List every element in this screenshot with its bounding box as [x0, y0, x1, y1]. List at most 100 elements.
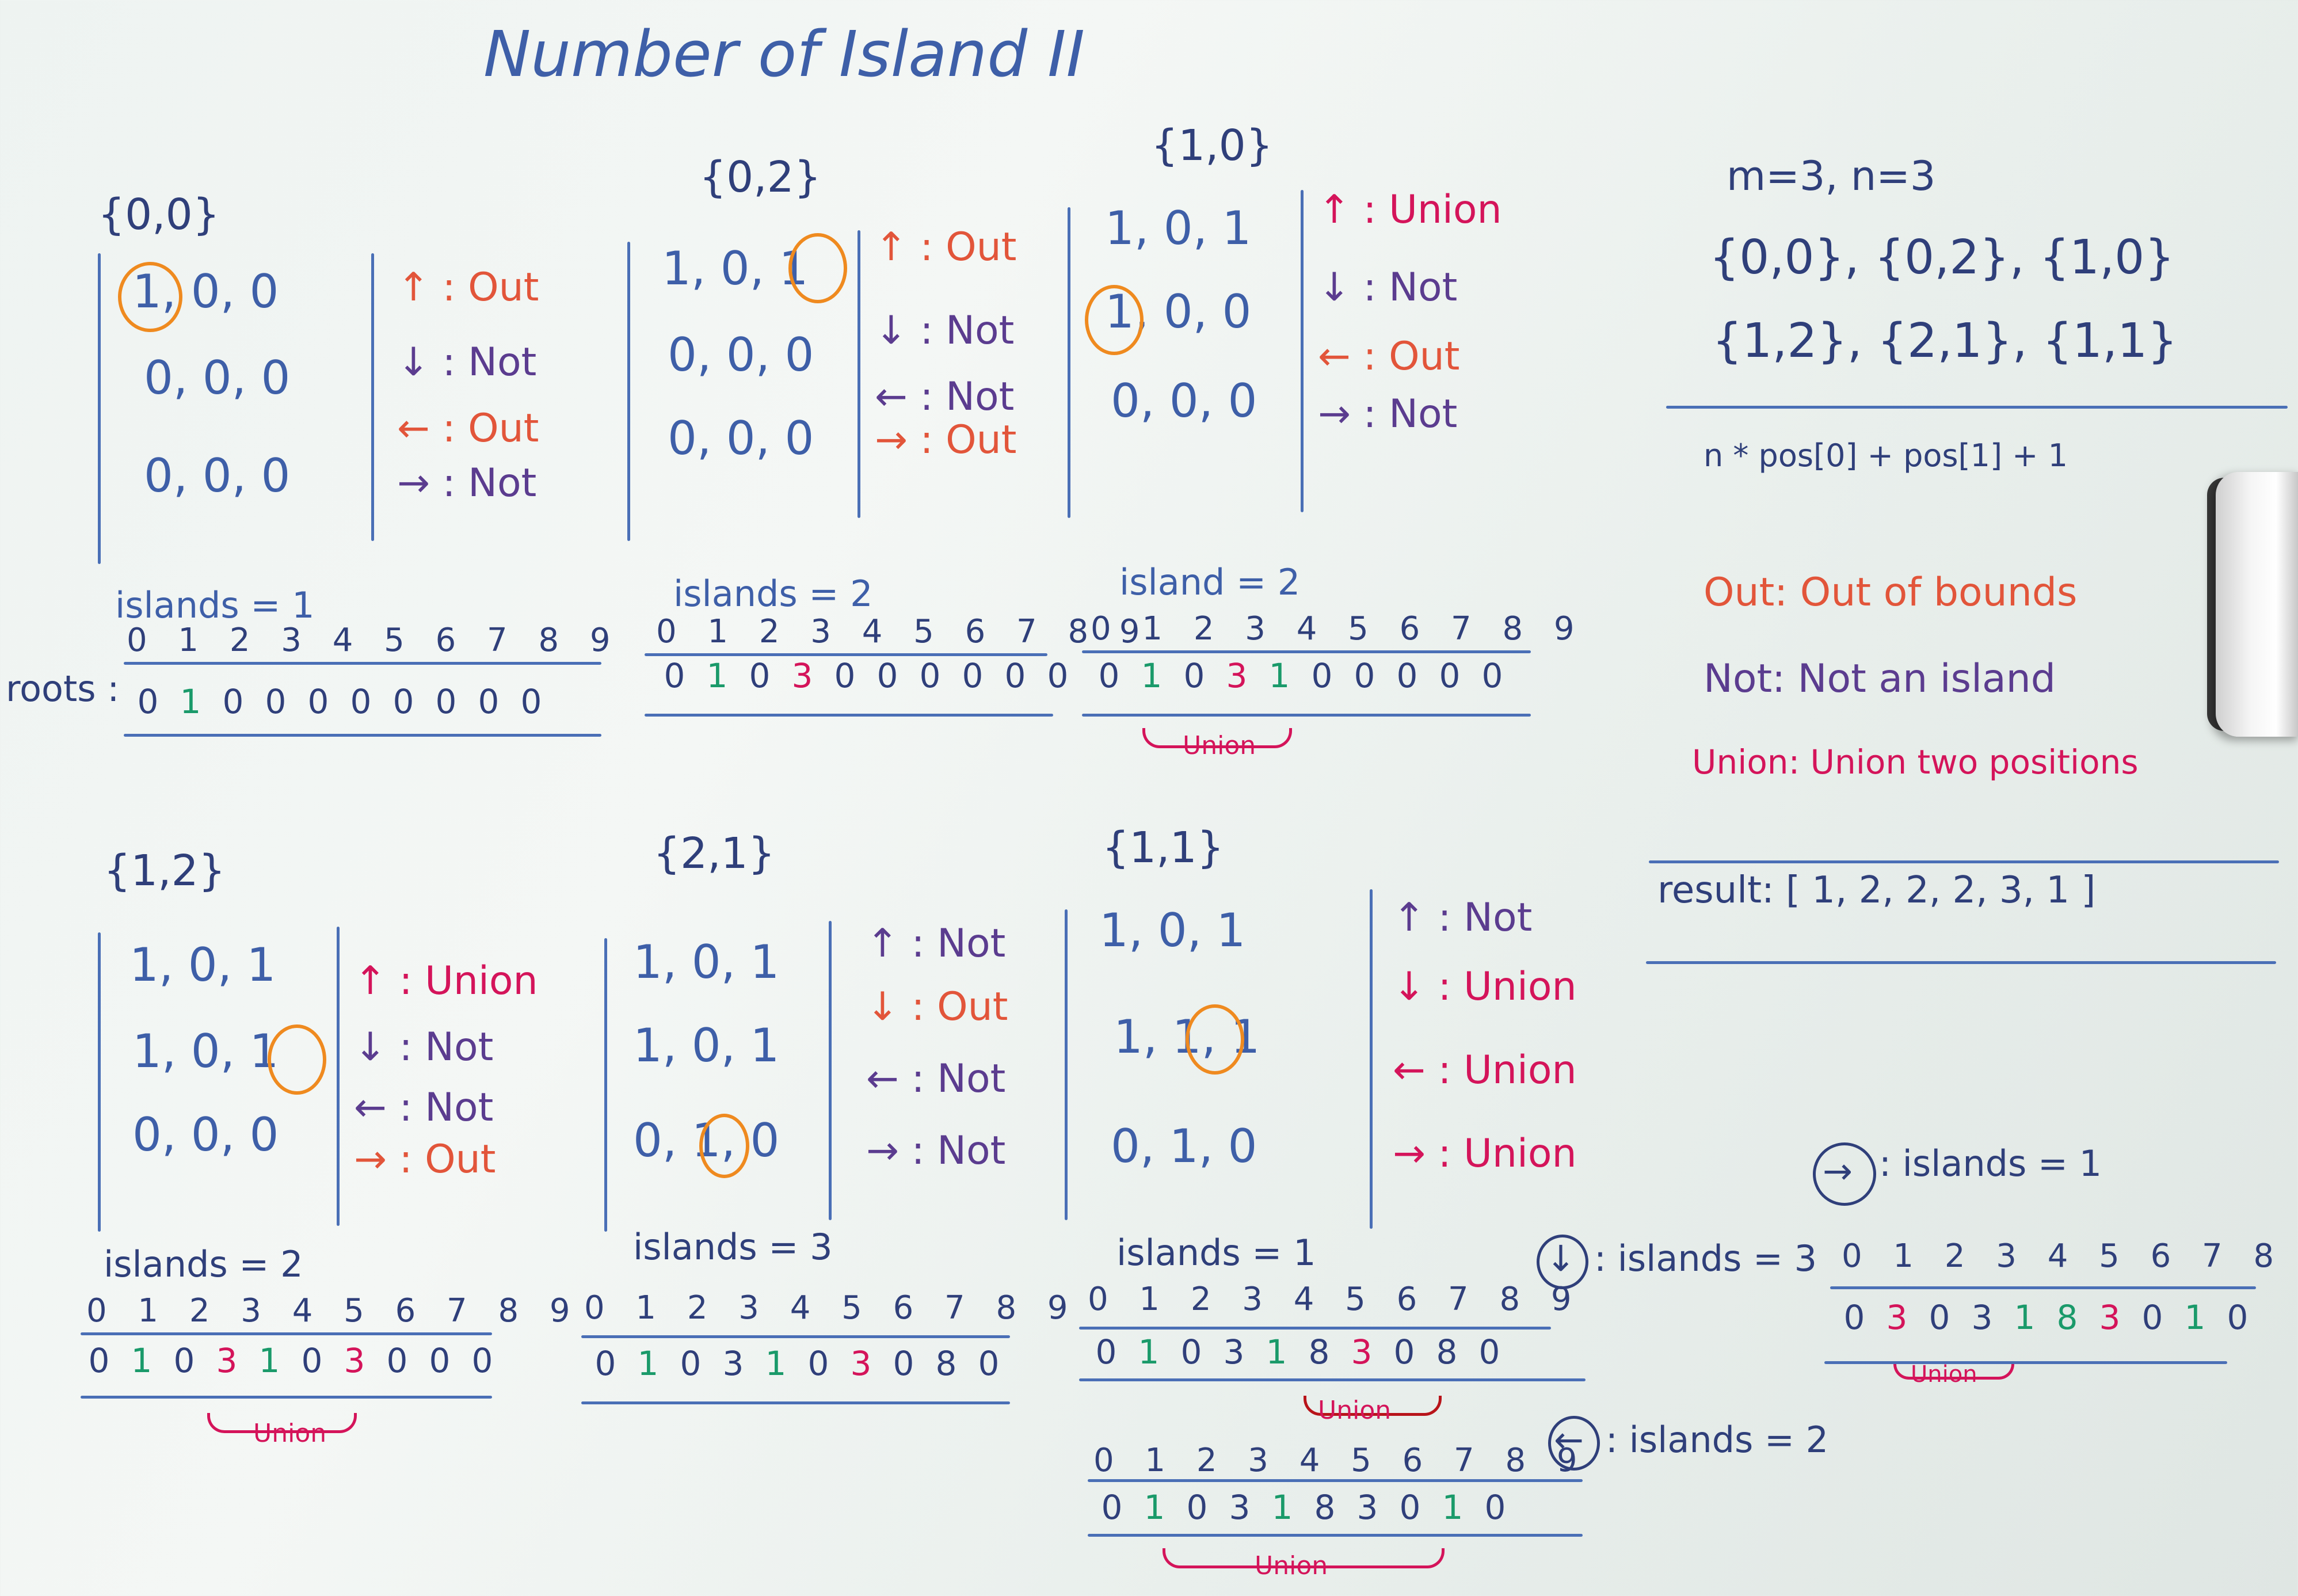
panel3-up: ↑ : Union [1318, 187, 1502, 233]
panel2-coord: {0,2} [699, 153, 821, 202]
legend-not: Not: Not an island [1704, 656, 2056, 702]
right-step-icon [1813, 1142, 1876, 1206]
eraser [2216, 472, 2298, 737]
panel6-right: → : Union [1393, 1131, 1577, 1176]
down-step-islands: : islands = 3 [1594, 1237, 1817, 1279]
panel4-right: → : Out [354, 1137, 496, 1182]
panel3-union-label: Union [1183, 731, 1256, 760]
panel2-left: ← : Not [875, 374, 1015, 420]
panel6-line1 [1079, 1327, 1551, 1330]
panel3-index: 0 1 2 3 4 5 6 7 8 9 [1091, 610, 1585, 647]
panel5-row1: 1, 0, 1 [633, 935, 780, 989]
panel2-mid-bar [858, 230, 860, 518]
legend-positions-2: {1,2}, {2,1}, {1,1} [1712, 314, 2178, 368]
panel3-mid-bar [1301, 190, 1304, 512]
panel5-left-bar [604, 938, 607, 1232]
panel2-line2 [645, 714, 1053, 717]
panel6-union-label2: Union [1255, 1551, 1328, 1580]
panel1-line1 [124, 662, 601, 665]
panel6-up: ↑ : Not [1393, 895, 1533, 940]
panel1-index: 0 1 2 3 4 5 6 7 8 9 [127, 622, 621, 659]
panel4-coord: {1,2} [104, 846, 226, 896]
panel1-row3: 0, 0, 0 [144, 449, 291, 502]
panel1-mid-bar [371, 253, 374, 541]
panel5-index: 0 1 2 3 4 5 6 7 8 9 [584, 1289, 1079, 1327]
panel6-union-label: Union [1318, 1396, 1392, 1425]
panel1-islands: islands = 1 [115, 584, 315, 626]
panel2-line1 [645, 653, 1047, 656]
panel2-down: ↓ : Not [875, 308, 1015, 353]
panel5-line1 [581, 1335, 1010, 1338]
panel3-current-circle [1085, 285, 1144, 355]
right-step-islands: : islands = 1 [1879, 1142, 2102, 1184]
panel5-up: ↑ : Not [866, 921, 1006, 966]
legend-divider-1 [1666, 406, 2288, 409]
legend-dims: m=3, n=3 [1727, 153, 1936, 200]
panel6-index3: 0 1 2 3 4 5 6 7 8 9 [1842, 1237, 2298, 1275]
panel5-coord: {2,1} [653, 829, 775, 878]
panel5-left: ← : Not [866, 1056, 1006, 1102]
roots-label: roots : [6, 668, 120, 710]
left-arrow-glyph: ← [1554, 1419, 1584, 1461]
panel4-line1 [81, 1332, 492, 1335]
panel3-left-bar [1068, 207, 1070, 518]
panel3-right: → : Not [1318, 391, 1458, 437]
panel2-left-bar [627, 242, 630, 541]
panel5-line2 [581, 1401, 1010, 1404]
panel4-up: ↑ : Union [354, 958, 538, 1004]
panel2-current-circle [788, 233, 847, 303]
panel6-line6 [1824, 1361, 2227, 1364]
panel1-left: ← : Out [397, 406, 539, 451]
panel1-up: ↑ : Out [397, 265, 539, 310]
panel2-right: → : Out [875, 417, 1017, 463]
panel1-left-bar [98, 253, 101, 564]
panel1-row2: 0, 0, 0 [144, 351, 291, 405]
panel6-line5 [1830, 1286, 2256, 1289]
down-step-icon [1537, 1235, 1588, 1289]
panel6-line2 [1079, 1378, 1586, 1381]
panel5-mid-bar [829, 921, 832, 1220]
panel3-islands: island = 2 [1119, 561, 1301, 603]
panel5-row2: 1, 0, 1 [633, 1019, 780, 1072]
panel4-row1: 1, 0, 1 [129, 938, 276, 992]
panel6-mid-bar [1370, 889, 1373, 1229]
panel5-right: → : Not [866, 1128, 1006, 1174]
left-step-icon [1548, 1416, 1600, 1471]
panel5-current-circle [699, 1114, 749, 1178]
panel6-union-label3: Union [1911, 1361, 1977, 1388]
panel3-row3: 0, 0, 0 [1111, 374, 1257, 428]
panel4-mid-bar [337, 927, 340, 1226]
panel3-row1: 1, 0, 1 [1105, 201, 1252, 255]
board-title: Number of Island II [483, 17, 1085, 91]
panel1-current-circle [118, 262, 182, 332]
legend-union: Union: Union two positions [1692, 742, 2139, 782]
panel6-coord: {1,1} [1102, 823, 1224, 873]
panel4-islands: islands = 2 [104, 1243, 303, 1285]
panel6-down: ↓ : Union [1393, 964, 1577, 1010]
left-step-islands: : islands = 2 [1606, 1419, 1829, 1461]
panel4-row3: 0, 0, 0 [132, 1108, 279, 1161]
panel2-row1: 1, 0, 1 [662, 242, 809, 295]
panel6-index2: 0 1 2 3 4 5 6 7 8 9 [1093, 1442, 1588, 1479]
right-arrow-glyph: → [1823, 1150, 1853, 1192]
legend-formula: n * pos[0] + pos[1] + 1 [1704, 437, 2068, 474]
panel6-row3: 0, 1, 0 [1111, 1119, 1257, 1173]
panel3-line2 [1082, 714, 1531, 717]
panel1-right: → : Not [397, 460, 537, 506]
panel4-line2 [81, 1396, 492, 1399]
panel6-line3 [1088, 1479, 1583, 1482]
panel2-row3: 0, 0, 0 [668, 412, 814, 465]
panel3-coord: {1,0} [1151, 121, 1273, 170]
panel6-current-circle [1186, 1004, 1244, 1075]
panel4-index: 0 1 2 3 4 5 6 7 8 9 [86, 1292, 581, 1330]
legend-divider-3 [1646, 961, 2276, 964]
panel3-down: ↓ : Not [1318, 265, 1458, 310]
panel6-line4 [1088, 1534, 1583, 1537]
